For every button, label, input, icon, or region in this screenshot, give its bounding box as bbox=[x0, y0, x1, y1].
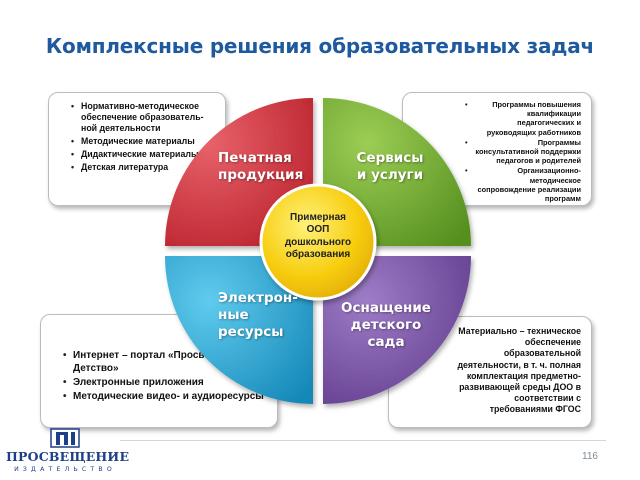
quadrant-label-equipment: Оснащение детского сада bbox=[341, 300, 431, 350]
list-item: Методические видео- и аудиоресурсы bbox=[63, 390, 267, 403]
publisher-logo: ПРОСВЕЩЕНИЕ ИЗДАТЕЛЬСТВО bbox=[6, 428, 130, 478]
quadrant-equipment bbox=[323, 256, 471, 404]
list-item: Организационно-методическое сопровождени… bbox=[465, 166, 581, 203]
logo-subtitle: ИЗДАТЕЛЬСТВО bbox=[14, 466, 116, 473]
list-item: Детская литература bbox=[71, 162, 217, 173]
logo-name: ПРОСВЕЩЕНИЕ bbox=[6, 449, 130, 464]
quadrant-label-services: Сервисы и услуги bbox=[356, 150, 424, 183]
page-number: 116 bbox=[582, 451, 598, 462]
callout-text: Материально – техническое обеспечение об… bbox=[457, 326, 581, 415]
list-item: Методические материалы bbox=[71, 136, 217, 147]
logo-emblem-icon bbox=[50, 428, 80, 448]
list-item: Нормативно-методическое обеспечение обра… bbox=[71, 101, 217, 134]
quadrant-electronic bbox=[165, 256, 313, 404]
list-item: Программы повышения квалификации педагог… bbox=[465, 100, 581, 137]
center-hub-label: Примерная ООП дошкольного образования bbox=[284, 212, 352, 261]
quadrant-label-print: Печатная продукция bbox=[218, 150, 304, 183]
slide-title: Комплексные решения образовательных зада… bbox=[45, 34, 595, 58]
list-item: Дидактические материалы bbox=[71, 149, 217, 160]
list-item: Программы консультативной поддержки педа… bbox=[465, 138, 581, 166]
list-item: Интернет – портал «Просвещение Детство» bbox=[63, 349, 267, 375]
quadrant-label-electronic: Электрон- ные ресурсы bbox=[218, 290, 298, 340]
center-hub bbox=[259, 183, 377, 301]
footer-divider bbox=[120, 440, 606, 441]
list-item: Электронные приложения bbox=[63, 376, 267, 389]
